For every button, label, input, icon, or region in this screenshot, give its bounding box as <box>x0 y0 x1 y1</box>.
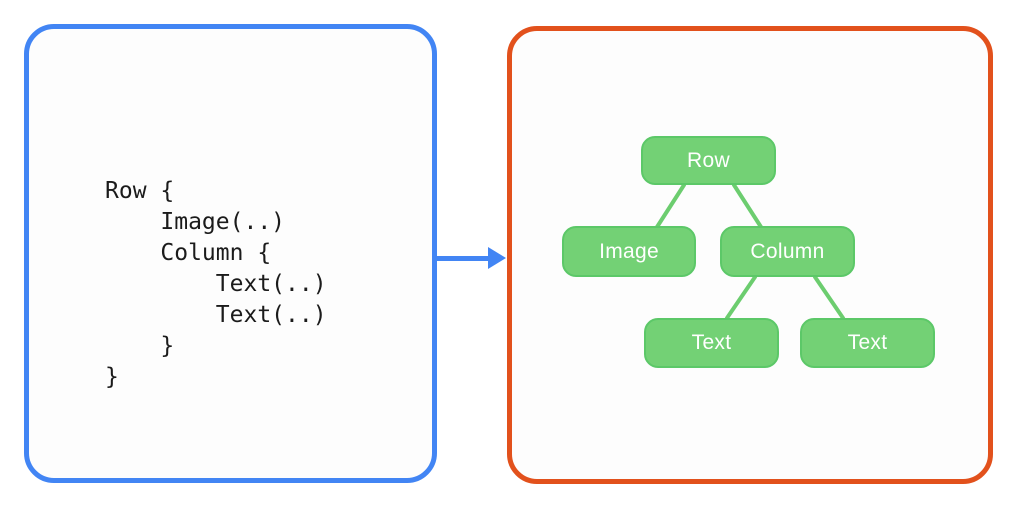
arrow-shaft <box>435 255 491 261</box>
tree-node-text-1: Text <box>644 318 779 368</box>
code-line: Text(..) <box>105 302 327 328</box>
connector-column-text2 <box>813 275 845 320</box>
connector-row-image <box>655 183 686 229</box>
tree-node-column: Column <box>720 226 855 277</box>
code-line: Row { <box>105 178 175 204</box>
code-line: Column { <box>105 240 272 266</box>
code-line: } <box>105 333 175 359</box>
tree-connectors <box>655 183 845 320</box>
code-line: Image(..) <box>105 209 286 235</box>
connector-row-column <box>732 183 763 229</box>
tree-panel: Row Image Column Text Text <box>507 26 993 484</box>
arrow-head <box>488 247 506 269</box>
code-panel: Row { Image(..) Column { Text(..) Text(.… <box>24 24 437 483</box>
code-block: Row { Image(..) Column { Text(..) Text(.… <box>105 176 327 393</box>
code-line: } <box>105 364 119 390</box>
tree-node-image: Image <box>562 226 696 277</box>
tree-node-row: Row <box>641 136 776 185</box>
tree-node-text-2: Text <box>800 318 935 368</box>
code-line: Text(..) <box>105 271 327 297</box>
connector-column-text1 <box>725 275 757 320</box>
arrow-right-icon <box>435 247 507 269</box>
